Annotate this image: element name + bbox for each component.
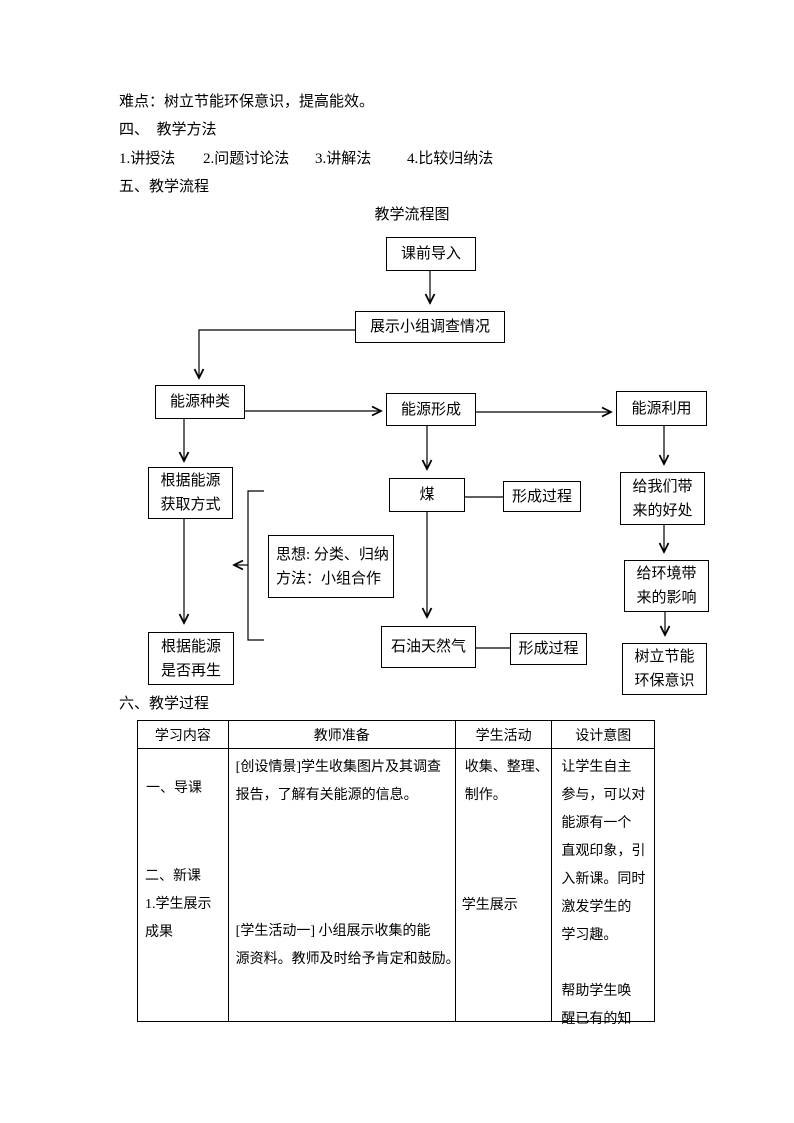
cell-line: 参与，可以对 xyxy=(561,788,646,803)
cell-line: 1.学生展示 xyxy=(145,897,212,912)
header-cell-design: 设计意图 xyxy=(575,728,632,744)
cell-line: 醒已有的知 xyxy=(561,1012,632,1027)
cell-line: 成果 xyxy=(145,925,173,940)
flow-box-show-survey: 展示小组调查情况 xyxy=(355,311,505,343)
flow-box-formation-process-2: 形成过程 xyxy=(510,633,587,665)
cell-teacher-prep: [创设情景]学生收集图片及其调查 报告，了解有关能源的信息。 [学生活动一] 小… xyxy=(229,749,460,1022)
flow-box-label: 根据能源 xyxy=(160,638,221,655)
cell-line: [学生活动一] 小组展示收集的能 xyxy=(235,924,431,939)
header-cell-content: 学习内容 xyxy=(138,721,229,748)
cell-line: 帮助学生唤 xyxy=(561,984,632,999)
cell-text-block: 学生展示 xyxy=(462,892,518,920)
cell-line: [创设情景]学生收集图片及其调查 xyxy=(235,760,441,775)
flow-box-pre-class: 课前导入 xyxy=(386,237,476,271)
teaching-process-table: 学习内容 教师准备 学生活动 设计意图 一、导课 二、新课 1.学生展示 成果 … xyxy=(137,720,655,1027)
cell-learning-content: 一、导课 二、新课 1.学生展示 成果 xyxy=(138,749,229,1022)
heading-teaching-methods: 四、 教学方法 xyxy=(119,122,217,138)
flow-box-label: 来的好处 xyxy=(632,502,693,519)
cell-design-intent: 让学生自主 参与，可以对 能源有一个 直观印象，引 入新课。同时 激发学生的 学… xyxy=(552,749,654,1027)
cell-text-block: [学生活动一] 小组展示收集的能 源资料。教师及时给予肯定和鼓励。 xyxy=(236,918,460,974)
flow-box-label: 能源形成 xyxy=(400,401,461,418)
flow-box-energy-use: 能源利用 xyxy=(616,391,707,426)
table-body-row: 一、导课 二、新课 1.学生展示 成果 [创设情景]学生收集图片及其调查 报告，… xyxy=(138,749,654,1027)
flow-box-label: 能源种类 xyxy=(169,394,230,410)
heading-teaching-flow: 五、教学流程 xyxy=(119,179,210,195)
flow-box-label: 给环境带 xyxy=(636,566,697,582)
flow-box-label: 给我们带 xyxy=(632,478,693,495)
cell-line: 制作。 xyxy=(464,788,507,803)
method-item-4: 4.比较归纳法 xyxy=(407,151,494,167)
flowchart-title: 教学流程图 xyxy=(374,207,450,223)
header-cell-student: 学生活动 xyxy=(456,721,553,748)
cell-line: 收集、整理、 xyxy=(464,760,549,775)
flow-box-label: 环保意识 xyxy=(634,673,695,689)
cell-text-block: 一、导课 xyxy=(146,775,202,803)
flow-box-label: 来的影响 xyxy=(636,590,697,606)
flow-box-energy-formation: 能源形成 xyxy=(386,393,476,426)
cell-text-block: [创设情景]学生收集图片及其调查 报告，了解有关能源的信息。 xyxy=(236,754,441,810)
flow-box-label: 树立节能 xyxy=(634,649,695,665)
header-cell-teacher: 教师准备 xyxy=(229,721,456,748)
cell-text-block: 收集、整理、 制作。 xyxy=(465,754,549,810)
cell-line: 源资料。教师及时给予肯定和鼓励。 xyxy=(235,952,460,967)
cell-line: 报告，了解有关能源的信息。 xyxy=(235,788,418,803)
cell-line: 直观印象，引 xyxy=(561,844,646,859)
cell-line: 二、新课 xyxy=(145,869,201,884)
difficulty-line: 难点：树立节能环保意识，提高能效。 xyxy=(119,94,375,110)
flow-box-label: 思想: 分类、归纳 xyxy=(276,546,389,563)
grouping-bracket xyxy=(247,490,264,641)
flow-box-label: 石油天然气 xyxy=(390,639,466,655)
flow-box-label: 形成过程 xyxy=(511,488,572,505)
flow-box-by-acquisition: 根据能源 获取方式 xyxy=(148,467,233,519)
flow-box-coal: 煤 xyxy=(389,478,465,512)
flow-box-oil-gas: 石油天然气 xyxy=(381,626,476,668)
flow-box-benefits: 给我们带 来的好处 xyxy=(620,472,705,525)
flow-box-label: 展示小组调查情况 xyxy=(369,319,490,335)
flow-box-label: 根据能源 xyxy=(160,473,221,489)
flow-box-label: 煤 xyxy=(419,487,435,503)
heading-teaching-process: 六、教学过程 xyxy=(119,696,210,712)
flow-box-conservation: 树立节能 环保意识 xyxy=(622,643,707,695)
flow-box-label: 获取方式 xyxy=(160,497,221,513)
cell-text-block: 二、新课 1.学生展示 成果 xyxy=(145,863,212,947)
flow-box-formation-process-1: 形成过程 xyxy=(503,481,581,512)
method-item-3: 3.讲解法 xyxy=(315,151,372,167)
flow-box-thought-method: 思想: 分类、归纳 方法：小组合作 xyxy=(268,535,394,598)
cell-text-block: 让学生自主 参与，可以对 能源有一个 直观印象，引 入新课。同时 激发学生的 学… xyxy=(561,754,645,1034)
cell-line: 能源有一个 xyxy=(561,816,632,831)
cell-line: 学生展示 xyxy=(461,898,518,913)
cell-line: 激发学生的 xyxy=(561,900,632,915)
table-header-row: 学习内容 教师准备 学生活动 设计意图 xyxy=(138,721,654,749)
flow-box-label: 是否再生 xyxy=(160,662,221,679)
cell-line: 一、导课 xyxy=(146,781,202,796)
flow-box-env-impact: 给环境带 来的影响 xyxy=(624,560,709,612)
cell-line xyxy=(561,950,645,978)
cell-student-activity: 收集、整理、 制作。 学生展示 xyxy=(456,749,553,1022)
method-item-1: 1.讲授法 xyxy=(119,151,176,167)
cell-line: 学习趣。 xyxy=(561,928,618,943)
flow-box-label: 形成过程 xyxy=(518,641,579,657)
flow-box-energy-types: 能源种类 xyxy=(155,385,245,419)
flow-box-label: 方法：小组合作 xyxy=(276,570,382,587)
method-item-2: 2.问题讨论法 xyxy=(203,151,290,167)
flow-box-label: 课前导入 xyxy=(400,246,461,262)
cell-line: 入新课。同时 xyxy=(561,872,646,887)
cell-line: 让学生自主 xyxy=(561,760,632,775)
flow-box-renewable: 根据能源 是否再生 xyxy=(148,632,234,685)
flow-box-label: 能源利用 xyxy=(631,400,692,417)
